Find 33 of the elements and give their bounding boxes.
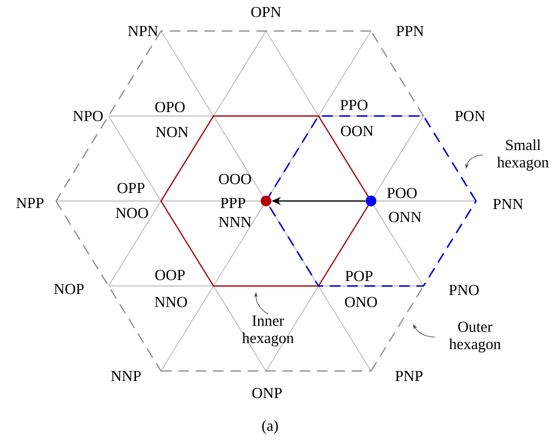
vector-label: POP xyxy=(345,270,372,282)
vector-label: PPN xyxy=(396,26,424,36)
annotation-text: Small hexagon xyxy=(497,139,549,171)
vector-label: NOP xyxy=(54,284,84,294)
vector-label: OPN xyxy=(251,6,281,18)
vector-dot xyxy=(260,196,272,206)
vector-label: NPO xyxy=(73,110,103,122)
vector-label: PNP xyxy=(395,371,422,382)
caption: (a) xyxy=(262,420,278,434)
vector-label: OON xyxy=(341,126,374,136)
vector-label: NPP xyxy=(16,198,44,208)
vector-label: OPO xyxy=(155,102,185,112)
vector-label: NOO xyxy=(116,208,148,218)
vector-label: NNO xyxy=(154,296,187,308)
vector-label: OOO xyxy=(219,174,251,184)
vector-label: OPP xyxy=(118,182,144,194)
vector-label: NNP xyxy=(111,371,141,382)
vector-label: NON xyxy=(156,126,188,138)
vector-label: ONP xyxy=(252,388,282,398)
vector-label: NPN xyxy=(128,26,158,36)
vector-label: OOP xyxy=(155,270,185,280)
vector-label: PNO xyxy=(449,284,479,296)
vector-label: POO xyxy=(387,188,417,198)
vector-dot xyxy=(366,196,376,206)
vector-label: ONO xyxy=(345,296,377,308)
vector-label: PNN xyxy=(493,198,523,210)
annotation-text: Inner hexagon xyxy=(242,316,294,346)
vector-label: PPO xyxy=(340,100,368,110)
vector-label: NNN xyxy=(218,216,252,228)
vector-label: PPP xyxy=(220,198,246,208)
annotation-text: Outer hexagon xyxy=(449,322,501,352)
vector-label: ONN xyxy=(389,212,422,222)
vector-label: PON xyxy=(455,110,485,122)
